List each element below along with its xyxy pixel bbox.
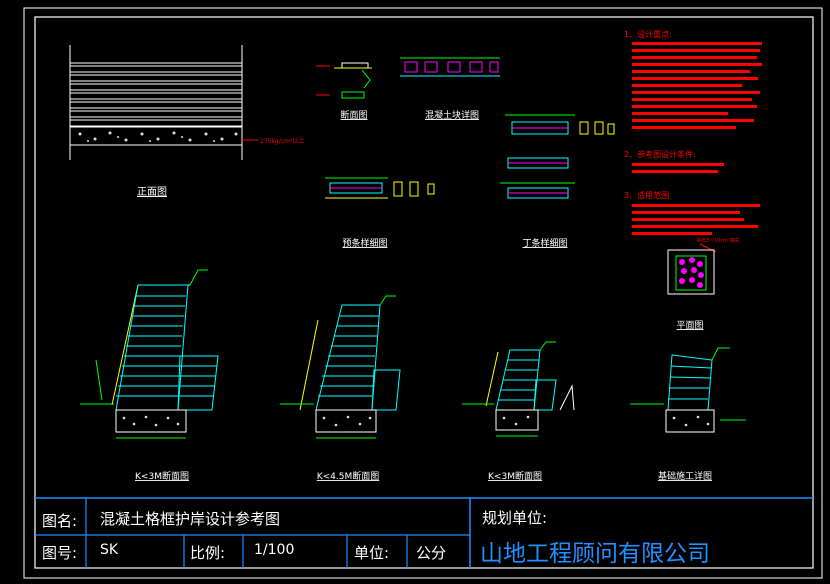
title-label: 图名: xyxy=(42,512,78,530)
notes-heading-1: 1、设计重点: xyxy=(624,29,672,39)
ref-detail-title: 断面图 xyxy=(340,109,367,121)
section-a-drawing xyxy=(80,269,219,439)
notes-heading-2: 2、参考图设计条件: xyxy=(624,149,696,159)
outer-frame xyxy=(23,7,823,579)
section-c-title: K<3M断面图 xyxy=(488,470,542,482)
strip-detail-drawing xyxy=(325,177,435,199)
footing-detail-title: 基础施工详图 xyxy=(658,470,712,482)
org-name: 山地工程顾问有限公司 xyxy=(480,541,710,567)
drawing-title: 混凝土格框护岸设计参考图 xyxy=(100,510,281,528)
section-b-title: K<4.5M断面图 xyxy=(317,470,380,482)
unit-label: 单位: xyxy=(354,544,390,562)
strip-detail-title: 预条样细图 xyxy=(342,237,387,249)
block-detail-title: 混凝土块详图 xyxy=(425,109,479,121)
unit-value: 公分 xyxy=(416,544,447,562)
design-notes: 1、设计重点: 2、参考图设计条件: 3、适用范围 xyxy=(624,29,762,235)
section-b-drawing xyxy=(280,295,401,439)
tee-detail-title: 丁条样细图 xyxy=(522,237,567,249)
org-label: 规划单位: xyxy=(482,509,548,527)
inner-frame xyxy=(34,16,814,569)
reference-detail-drawing xyxy=(316,62,372,99)
notes-heading-3: 3、适用范围 xyxy=(624,190,669,200)
drawing-no-label: 图号: xyxy=(42,544,78,562)
section-c-drawing xyxy=(462,341,575,437)
plan-view-title: 平面图 xyxy=(676,320,703,331)
front-view-drawing xyxy=(69,45,258,160)
title-block xyxy=(35,497,813,568)
block-detail-drawing xyxy=(400,57,500,77)
tee-detail-drawing xyxy=(500,114,615,199)
drawing-no-value: SK xyxy=(100,542,119,558)
footing-detail-drawing xyxy=(630,347,746,433)
scale-label: 比例: xyxy=(190,544,226,562)
front-view-title: 正面图 xyxy=(137,186,167,198)
load-annotation: 175kg/cm²以上 xyxy=(260,137,304,145)
section-a-title: K<3M断面图 xyxy=(135,470,189,482)
plan-view-drawing xyxy=(667,243,717,295)
scale-value: 1/100 xyxy=(254,542,295,558)
gravel-annotation: 碎石5~10cm 填充 xyxy=(697,237,740,244)
